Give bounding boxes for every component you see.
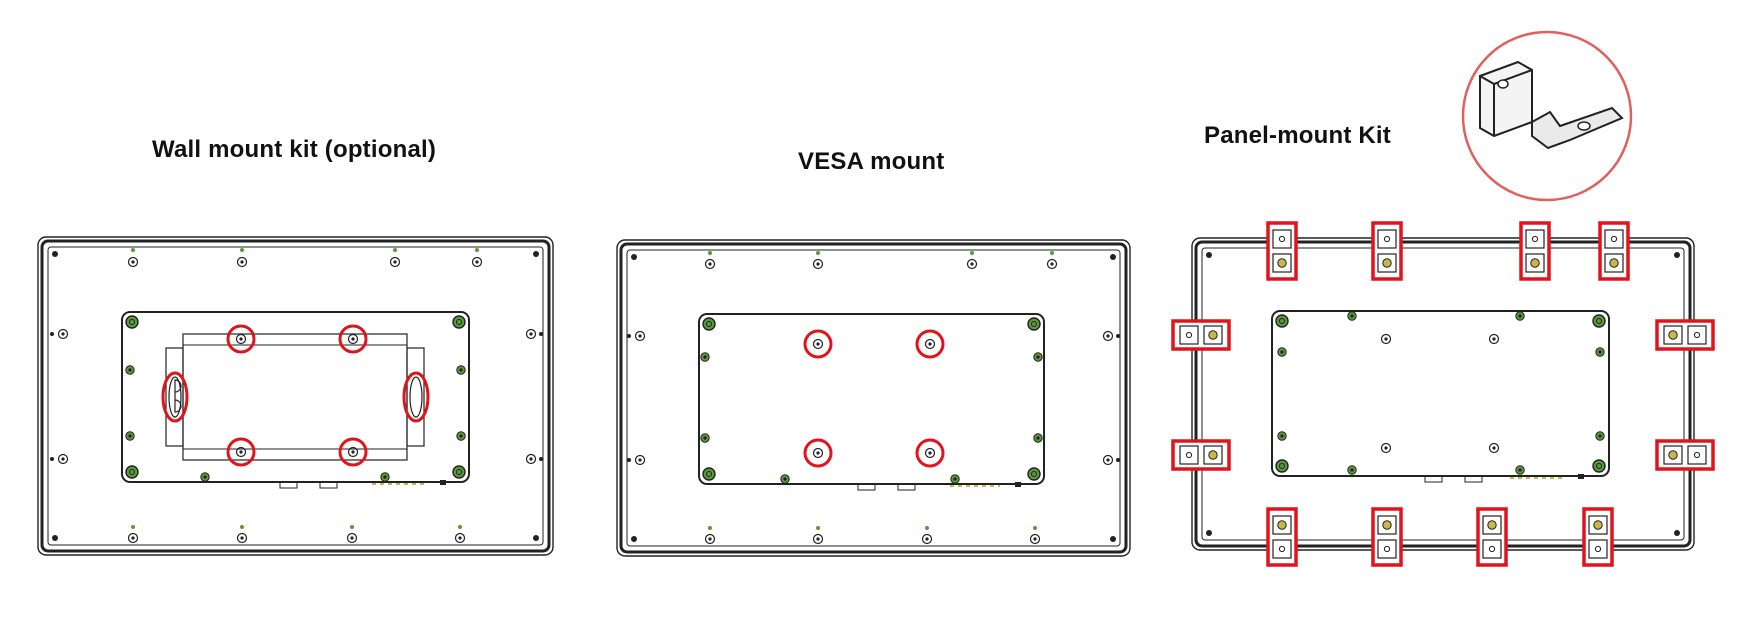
panel-mount-title: Panel-mount Kit <box>1204 122 1391 149</box>
vesa-mount-panel <box>616 239 1131 557</box>
wall-mount-panel <box>37 236 554 556</box>
vesa-mount-title: VESA mount <box>798 148 945 175</box>
wall-mount-title: Wall mount kit (optional) <box>152 136 437 163</box>
panel-mount-bracket-icon <box>1461 30 1633 202</box>
panel-mount-panel <box>1171 221 1715 567</box>
